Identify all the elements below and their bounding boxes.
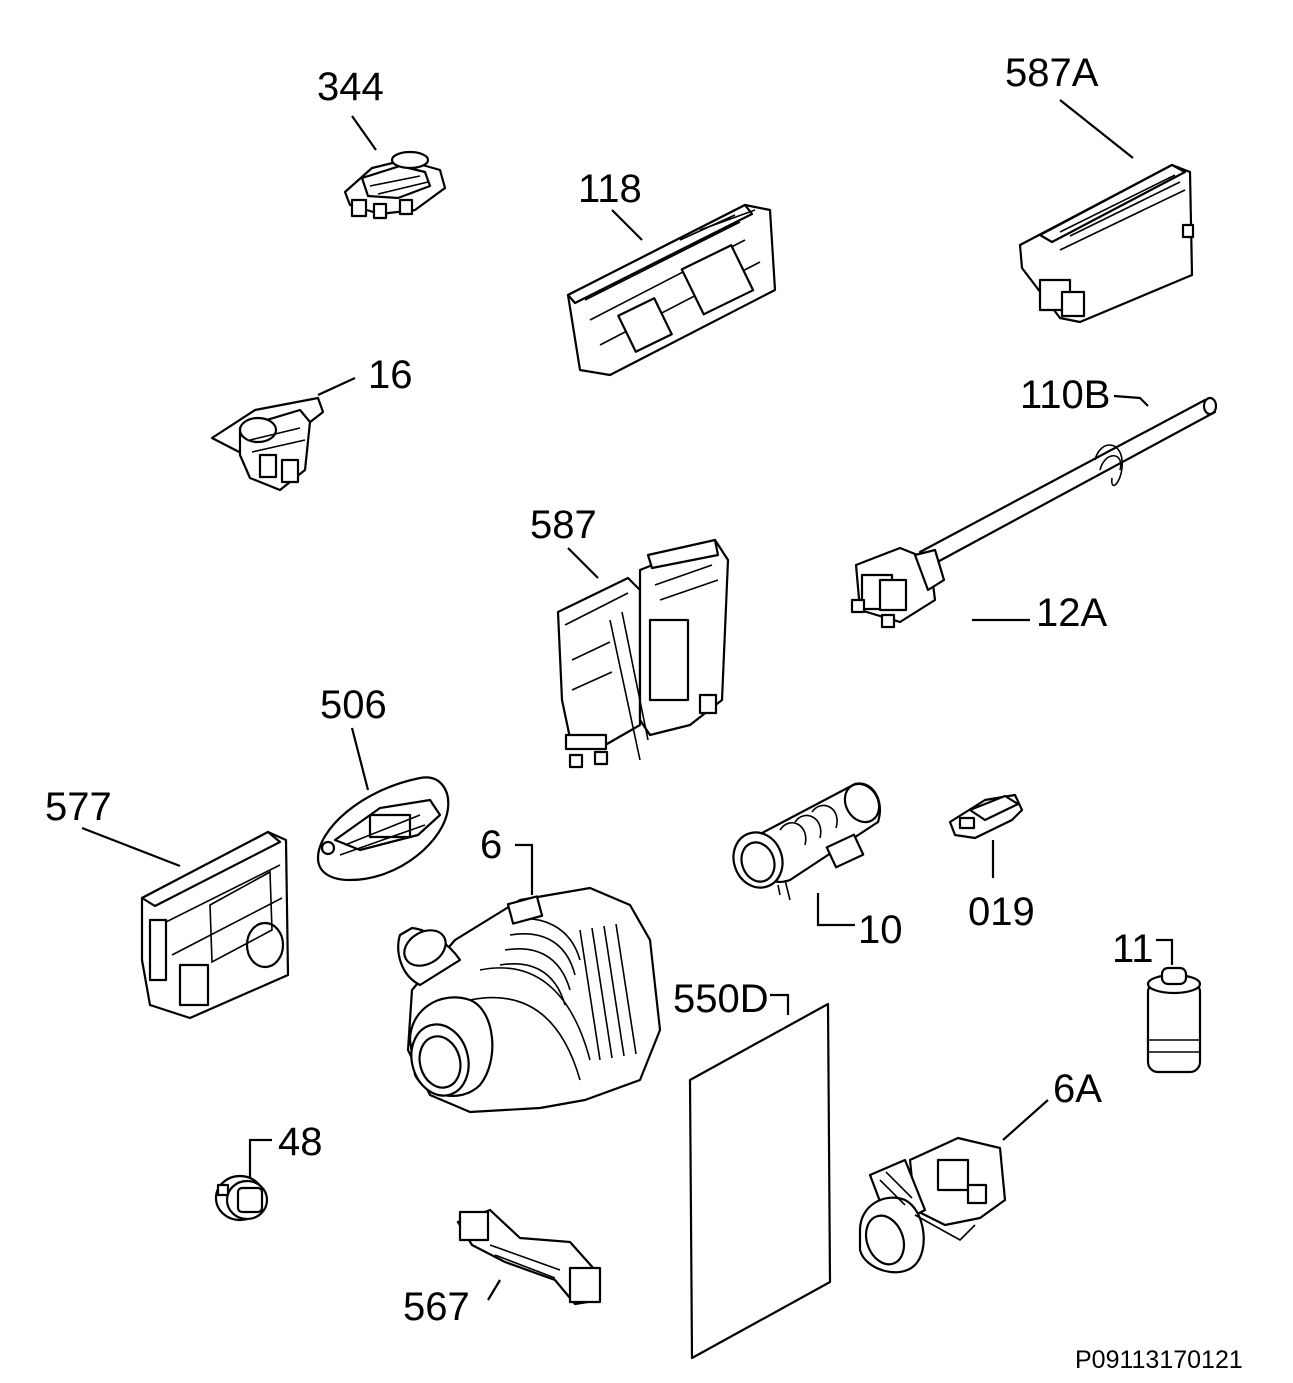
label-110B: 110B [1020,373,1110,417]
leader-506 [350,727,370,791]
label-6: 6 [480,823,502,867]
label-344: 344 [317,65,384,109]
part-506-float[interactable] [316,776,450,882]
leader-577 [81,826,181,868]
leader-550D [770,993,790,1015]
label-12A: 12A [1036,591,1107,635]
leader-16 [317,377,356,396]
label-577: 577 [45,785,112,829]
label-550D: 550D [673,977,769,1021]
leader-587A [1059,99,1134,159]
part-550D-panel[interactable] [688,1002,832,1360]
part-11-capacitor[interactable] [1146,966,1202,1074]
part-6A-drain-pump[interactable] [858,1136,1007,1274]
part-118-control-module[interactable] [566,203,777,377]
leader-10 [816,893,855,927]
part-019-clip[interactable] [948,793,1024,840]
part-110B-cable[interactable] [918,396,1218,568]
leader-118 [611,209,643,241]
label-506: 506 [320,683,387,727]
label-019: 019 [968,890,1035,934]
leader-567 [487,1279,501,1301]
leader-48 [248,1138,272,1178]
drawing-code: P09113170121 [1075,1346,1243,1374]
label-16: 16 [368,353,413,397]
leader-587 [567,547,599,579]
part-10-heater[interactable] [726,778,886,901]
part-587A-electronic-module[interactable] [1018,163,1195,324]
part-6-circulation-pump[interactable] [397,886,662,1114]
part-567-bracket[interactable] [456,1208,602,1306]
label-587: 587 [530,503,597,547]
leader-110B [1113,394,1149,407]
label-48: 48 [278,1120,323,1164]
leader-344 [351,115,377,151]
part-16-switch[interactable] [210,396,325,492]
label-11: 11 [1112,927,1154,971]
label-10: 10 [858,908,903,952]
part-344-door-lock[interactable] [343,150,447,220]
label-6A: 6A [1053,1067,1102,1111]
leader-6 [515,843,534,895]
part-12A-sensor[interactable] [850,546,946,629]
part-587-electronic-module[interactable] [556,538,730,769]
label-567: 567 [403,1285,470,1329]
label-118: 118 [578,167,642,211]
leader-11 [1156,938,1174,965]
label-587A: 587A [1005,51,1099,95]
part-577-housing[interactable] [140,830,290,1020]
leader-6A [1002,1099,1049,1141]
part-48-knob[interactable] [214,1174,269,1222]
